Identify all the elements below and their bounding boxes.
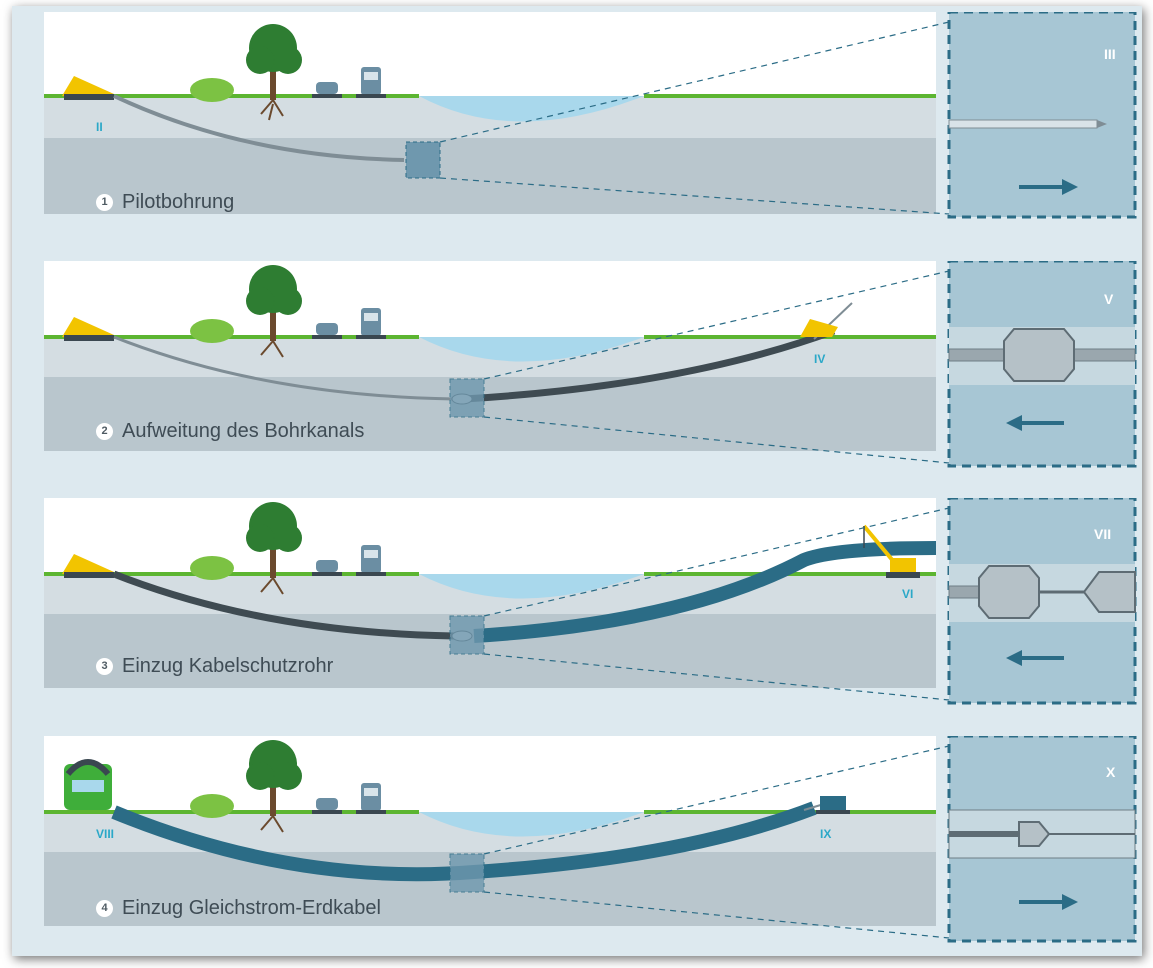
- car-icon: [312, 560, 342, 576]
- drilling-rig-icon: [62, 76, 114, 100]
- tree-icon: [246, 265, 302, 358]
- panel-4-illustration: [44, 736, 1137, 943]
- tram-icon: [356, 308, 386, 339]
- step-label: 3 Einzug Kabelschutzrohr: [96, 654, 333, 678]
- panel-aufweitung: IV V 2 Aufweitung des Bohrkanals: [44, 261, 1140, 471]
- pulling-rig-icon: [800, 319, 838, 337]
- panel-pilotbohrung: II III 1 Pilotbohrung: [44, 12, 1140, 222]
- marker-ground: IV: [814, 352, 826, 366]
- panel-kabelschutzrohr: VI VII 3 Einzug Kabelschutzrohr: [44, 498, 1140, 708]
- drilling-rig-icon: [62, 554, 114, 578]
- step-title: Einzug Gleichstrom-Erdkabel: [122, 896, 381, 919]
- pulling-head-icon: [1018, 821, 1135, 847]
- tree-icon: [246, 24, 302, 121]
- car-icon: [312, 323, 342, 339]
- detail-drill-head: [948, 119, 1098, 129]
- marker-ground: VI: [902, 587, 914, 601]
- bush-icon: [190, 556, 234, 580]
- diagram-frame: II III 1 Pilotbohrung: [12, 6, 1142, 956]
- detail-panel: [947, 12, 1137, 219]
- grass-left: [44, 94, 419, 98]
- sky: [44, 12, 936, 96]
- detail-marker: [405, 141, 441, 179]
- grass-right: [644, 94, 936, 98]
- step-title: Aufweitung des Bohrkanals: [122, 419, 365, 442]
- step-number: 1: [96, 193, 113, 211]
- direction-arrow-icon: [1006, 650, 1064, 666]
- drilling-rig-icon: [62, 317, 114, 341]
- drill-rod-return: [463, 327, 836, 403]
- bush-icon: [190, 78, 234, 102]
- projection-lines: [483, 745, 950, 939]
- pipe-head-icon: [1082, 571, 1136, 613]
- marker-ground: VIII: [96, 827, 115, 841]
- tram-icon: [356, 67, 386, 98]
- projection-lines: [483, 507, 950, 701]
- car-icon: [312, 798, 342, 814]
- drill-rod: [113, 94, 405, 162]
- step-title: Einzug Kabelschutzrohr: [122, 654, 334, 677]
- tram-icon: [356, 783, 386, 814]
- crane-icon: [862, 524, 920, 578]
- reamer-icon: [978, 565, 1040, 619]
- marker-ground: II: [96, 120, 103, 134]
- tree-icon: [246, 502, 302, 595]
- protection-pipe: [473, 541, 937, 643]
- step-title: Pilotbohrung: [122, 190, 235, 213]
- step-number: 3: [96, 657, 113, 675]
- step-label: 2 Aufweitung des Bohrkanals: [96, 419, 364, 443]
- marker-detail: III: [1104, 46, 1116, 62]
- drill-rod: [112, 570, 455, 640]
- river: [419, 574, 644, 599]
- step-label: 4 Einzug Gleichstrom-Erdkabel: [96, 896, 381, 920]
- direction-arrow-icon: [1019, 894, 1078, 910]
- panel-1-illustration: [44, 12, 1137, 219]
- trailer-icon: [816, 796, 850, 814]
- tram-icon: [356, 545, 386, 576]
- soil-lower: [44, 138, 936, 214]
- panel-2-illustration: [44, 261, 1137, 468]
- marker-ground-2: IX: [820, 827, 832, 841]
- bush-icon: [190, 319, 234, 343]
- step-number: 4: [96, 899, 113, 917]
- car-icon: [312, 82, 342, 98]
- panel-3-illustration: [44, 498, 1137, 705]
- marker-detail: VII: [1094, 526, 1112, 542]
- marker-detail: V: [1104, 291, 1114, 307]
- marker-detail: X: [1106, 764, 1116, 780]
- step-label: 1 Pilotbohrung: [96, 190, 234, 214]
- direction-arrow-icon: [1006, 415, 1064, 431]
- projection-lines: [483, 270, 950, 464]
- panel-gleichstrom-erdkabel: VIII IX X 4 Einzug Gleichstrom-Erdkabel: [44, 736, 1140, 946]
- tree-icon: [246, 740, 302, 833]
- step-number: 2: [96, 422, 113, 440]
- projection-lines: [439, 21, 950, 215]
- direction-arrow-icon: [1019, 179, 1078, 195]
- river: [419, 337, 644, 362]
- bush-icon: [190, 794, 234, 818]
- reamer-icon: [1003, 328, 1075, 382]
- river: [419, 812, 644, 837]
- cable-truck-icon: [64, 759, 112, 810]
- drill-rod: [113, 335, 455, 401]
- river: [419, 96, 644, 122]
